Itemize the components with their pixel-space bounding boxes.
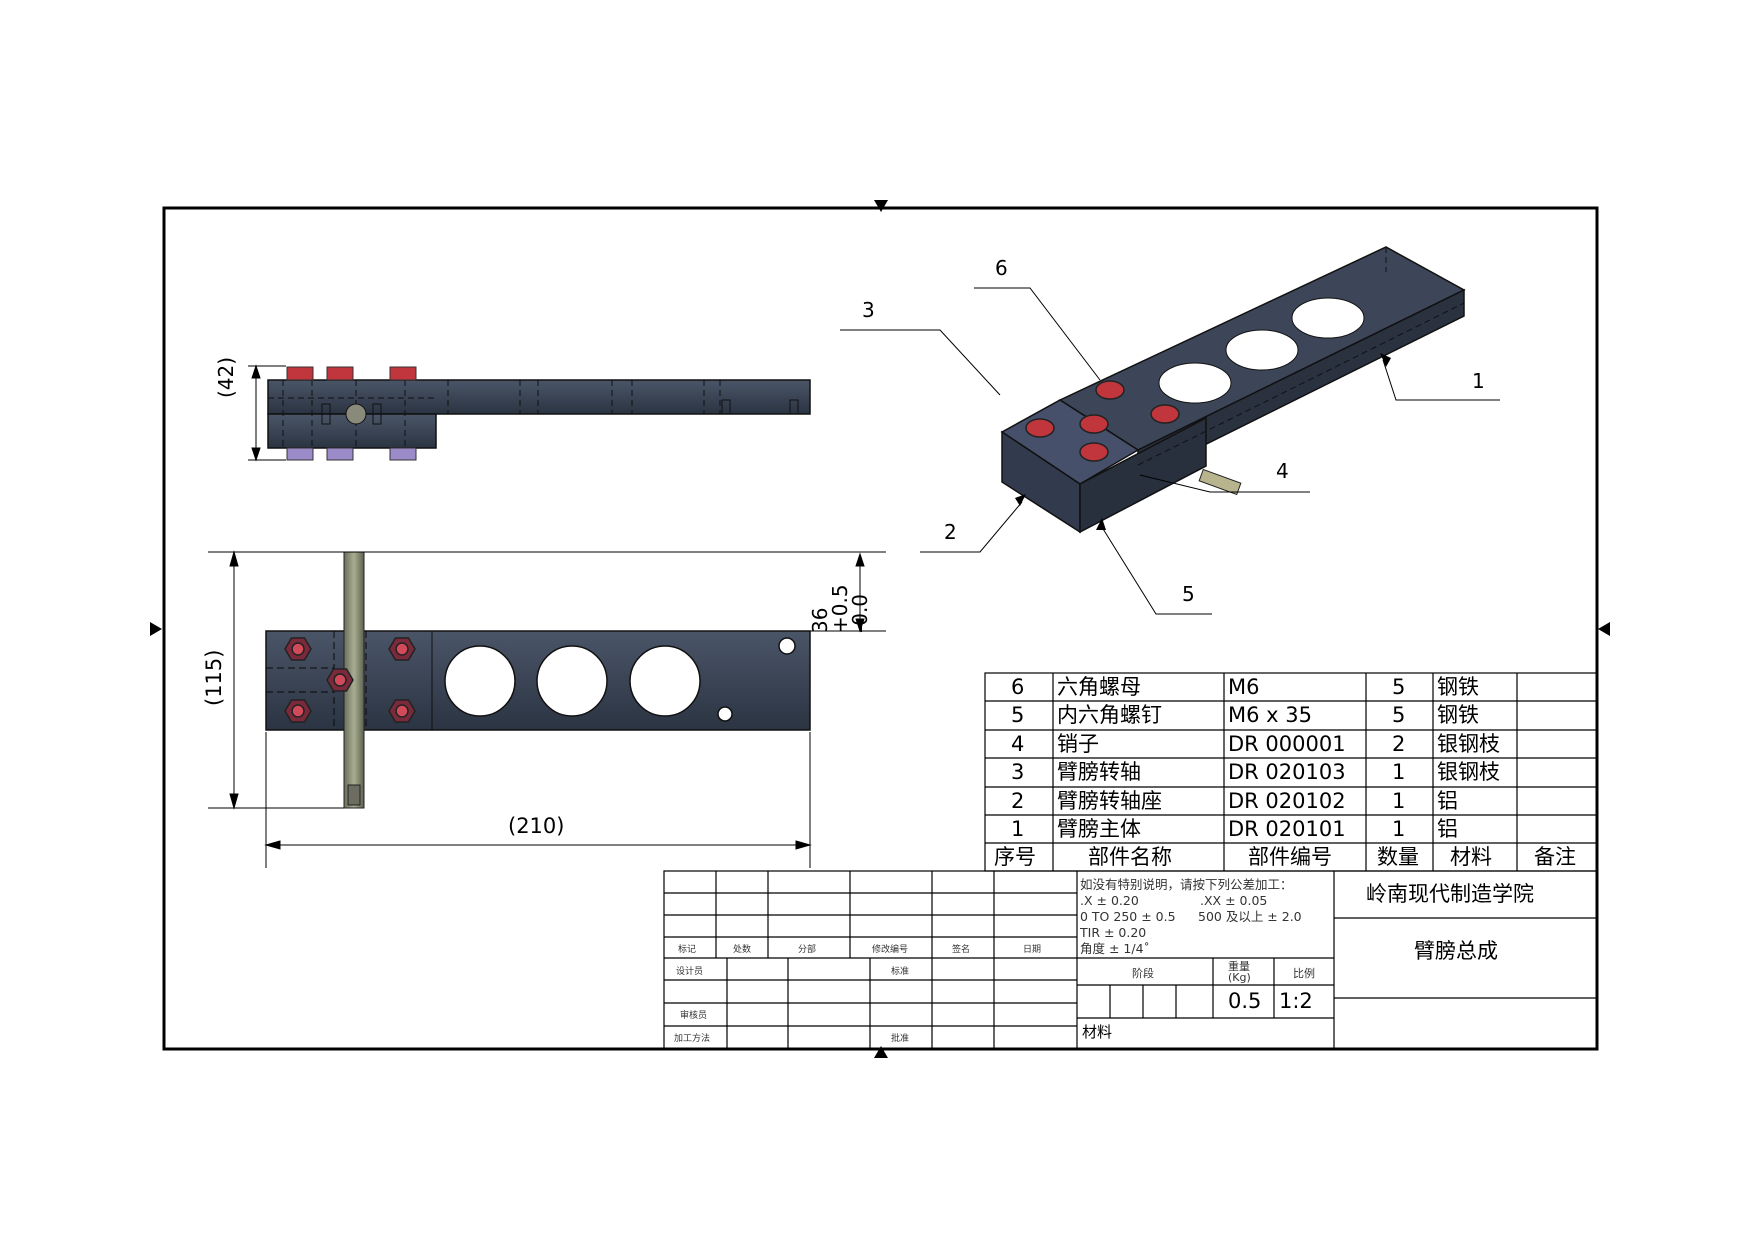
top-view	[248, 364, 811, 462]
rev-mark: 标记	[678, 945, 697, 955]
dimension-115: (115)	[202, 649, 226, 706]
bom-header-note: 备注	[1534, 845, 1576, 869]
weight-label: 重量	[1228, 960, 1250, 973]
bom-code: M6 x 35	[1228, 703, 1312, 727]
bom-no: 4	[1011, 732, 1025, 756]
bom-name: 臂膀主体	[1057, 817, 1141, 841]
bom-qty: 2	[1392, 732, 1406, 756]
bom-qty: 1	[1392, 817, 1406, 841]
bom-name: 臂膀转轴	[1057, 760, 1141, 784]
tolerance-intro: 如没有特别说明，请按下列公差加工：	[1080, 877, 1293, 892]
bom-header-code: 部件编号	[1248, 845, 1332, 869]
standard-label: 标准	[891, 967, 910, 977]
bom-header-qty: 数量	[1377, 845, 1419, 869]
title-block-grid	[663, 870, 1598, 1050]
tolerance-range-1: 0 TO 250 ± 0.5	[1080, 909, 1176, 924]
bom-no: 6	[1011, 675, 1025, 699]
bom-mat: 铝	[1437, 817, 1458, 841]
bom-mat: 钢铁	[1437, 703, 1479, 727]
scale-value: 1:2	[1279, 989, 1313, 1013]
tolerance-x: .X ± 0.20	[1080, 893, 1139, 908]
tolerance-xx: .XX ± 0.05	[1200, 893, 1268, 908]
balloon-5: 5	[1182, 582, 1195, 606]
bom-code: DR 000001	[1228, 732, 1346, 756]
bom-no: 2	[1011, 789, 1025, 813]
rev-date: 日期	[1023, 945, 1042, 955]
bom-qty: 1	[1392, 760, 1406, 784]
bom-qty: 5	[1392, 703, 1406, 727]
front-view	[208, 550, 886, 868]
bom-name: 六角螺母	[1057, 675, 1141, 699]
centering-marks	[150, 200, 1610, 1058]
dimension-42: (42)	[214, 356, 238, 398]
reviewer-label: 审核员	[680, 1011, 708, 1021]
approve-label: 批准	[891, 1034, 910, 1044]
dimension-210: (210)	[508, 814, 565, 838]
scale-label: 比例	[1293, 967, 1315, 980]
school-name: 岭南现代制造学院	[1366, 882, 1534, 906]
balloon-2: 2	[944, 520, 957, 544]
bom-header-name: 部件名称	[1088, 845, 1172, 869]
designer-label: 设计员	[676, 967, 704, 977]
bom-code: DR 020102	[1228, 789, 1346, 813]
bom-qty: 5	[1392, 675, 1406, 699]
drawing-title: 臂膀总成	[1414, 939, 1498, 963]
bom-mat: 银钢枝	[1437, 760, 1500, 784]
balloon-3: 3	[862, 298, 875, 322]
weight-value: 0.5	[1228, 989, 1262, 1013]
balloon-1: 1	[1472, 369, 1485, 393]
bom-mat: 铝	[1437, 789, 1458, 813]
weight-unit: (Kg)	[1228, 971, 1251, 984]
bom-mat: 银钢枝	[1437, 732, 1500, 756]
dimension-36-tolerance: 36 +0.5 -0.0	[808, 584, 872, 633]
bom-header-no: 序号	[994, 845, 1036, 869]
bom-code: DR 020103	[1228, 760, 1346, 784]
tolerance-tir: TIR ± 0.20	[1080, 925, 1147, 940]
rev-change-no: 修改编号	[872, 945, 909, 955]
stage-label: 阶段	[1132, 967, 1154, 980]
process-label: 加工方法	[674, 1034, 711, 1044]
balloon-4: 4	[1276, 459, 1289, 483]
bom-no: 5	[1011, 703, 1025, 727]
bom-code: M6	[1228, 675, 1260, 699]
isometric-view	[840, 246, 1500, 615]
bom-no: 1	[1011, 817, 1025, 841]
rev-count: 处数	[733, 945, 752, 955]
bom-header-mat: 材料	[1450, 845, 1492, 869]
bom-no: 3	[1011, 760, 1025, 784]
hex-nuts-front	[284, 637, 416, 723]
balloon-6: 6	[995, 256, 1008, 280]
bom-code: DR 020101	[1228, 817, 1346, 841]
tolerance-range-2: 500 及以上 ± 2.0	[1198, 909, 1302, 924]
material-label: 材料	[1082, 1023, 1113, 1041]
bom-name: 内六角螺钉	[1057, 703, 1162, 727]
bom-mat: 钢铁	[1437, 675, 1479, 699]
rev-section: 分部	[798, 945, 817, 955]
rev-signature: 签名	[952, 945, 971, 955]
bom-name: 臂膀转轴座	[1057, 789, 1162, 813]
bom-name: 销子	[1057, 732, 1099, 756]
tolerance-angle: 角度 ± 1/4˚	[1080, 941, 1150, 956]
bom-qty: 1	[1392, 789, 1406, 813]
